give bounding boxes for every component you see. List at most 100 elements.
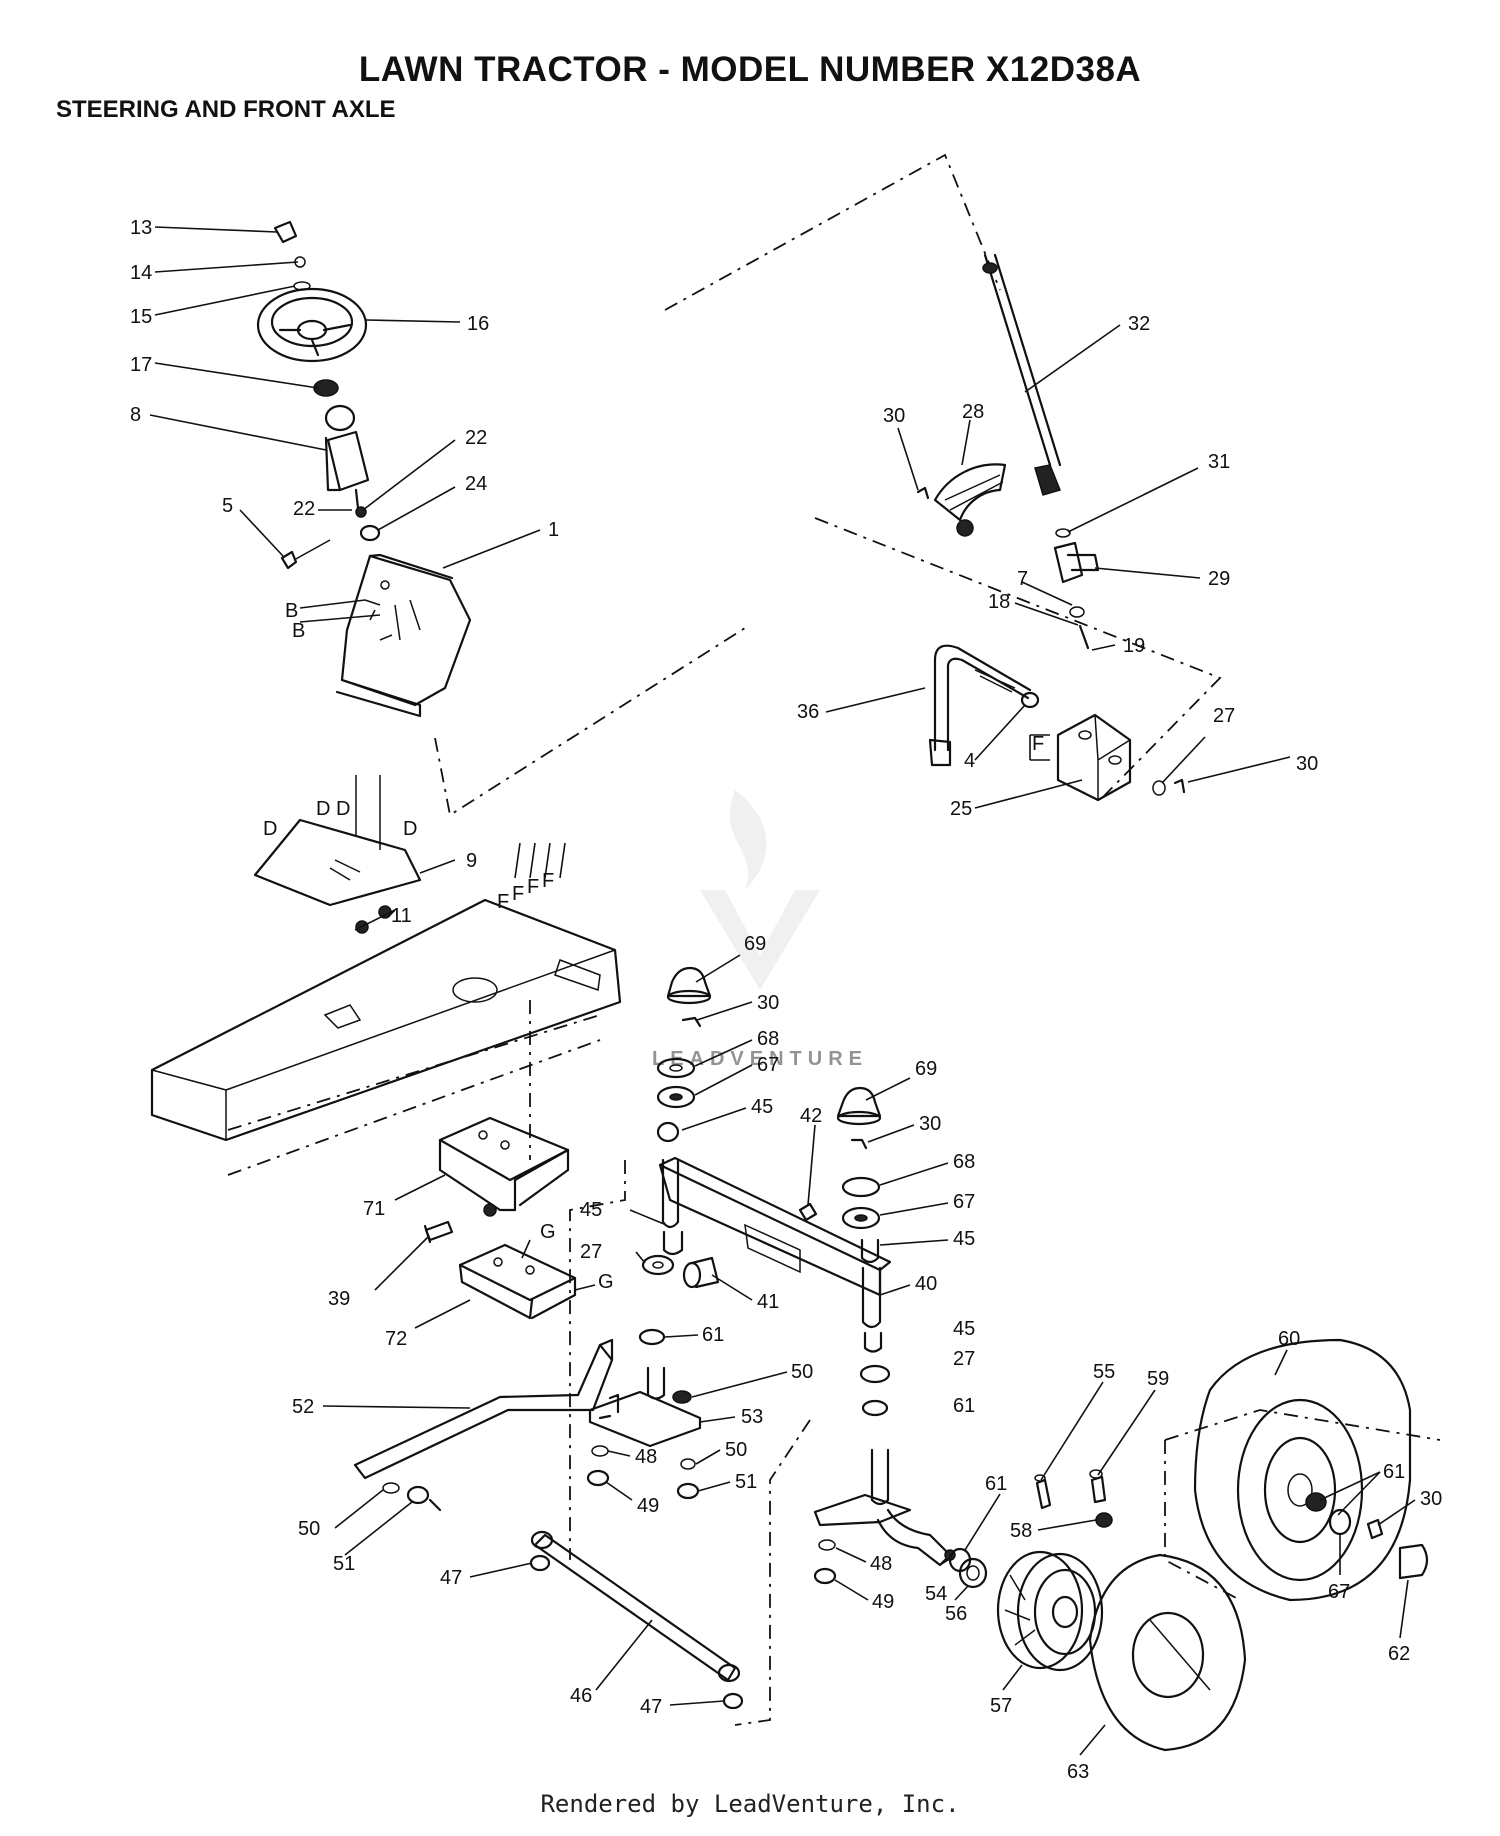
washer-27	[1152, 780, 1166, 796]
callout: 27	[580, 1241, 602, 1263]
callout: 49	[637, 1495, 659, 1517]
callout: 60	[1278, 1328, 1300, 1350]
callout: 15	[130, 306, 152, 328]
callout: 61	[985, 1473, 1007, 1495]
callout: F	[512, 883, 524, 905]
callout: 57	[990, 1695, 1012, 1717]
callout: 30	[883, 405, 905, 427]
callout: 45	[953, 1228, 975, 1250]
callout: 54	[925, 1583, 947, 1605]
washer-48-left	[591, 1445, 609, 1457]
clip-30-rear	[1366, 1518, 1384, 1540]
callout: 53	[741, 1406, 763, 1428]
callout: 27	[1213, 705, 1235, 727]
washer-4	[1020, 691, 1040, 709]
callout: 1	[548, 519, 559, 541]
callout: 7	[1017, 568, 1028, 590]
callout: F	[497, 891, 509, 913]
callout: 50	[725, 1439, 747, 1461]
hub-cap-62	[1398, 1543, 1429, 1580]
callout: 25	[950, 798, 972, 820]
tractor-frame	[150, 898, 622, 1176]
hub-56	[958, 1557, 988, 1589]
steering-plate	[253, 775, 422, 934]
callout: 69	[915, 1058, 937, 1080]
callout: F	[542, 870, 554, 892]
callout: 4	[964, 750, 975, 772]
page-title: LAWN TRACTOR - MODEL NUMBER X12D38A	[358, 50, 1142, 89]
callout: 48	[870, 1553, 892, 1575]
callout: 67	[757, 1054, 779, 1076]
callout: G	[598, 1271, 614, 1293]
callout: 16	[467, 313, 489, 335]
callout: 67	[953, 1191, 975, 1213]
right-spindle-stack	[836, 1086, 891, 1417]
callout: 72	[385, 1328, 407, 1350]
callout: 48	[635, 1446, 657, 1468]
steering-shaft	[983, 253, 1052, 467]
steering-column-boot	[324, 404, 370, 492]
watermark: LEADVENTURE	[652, 790, 862, 1070]
leader-lines	[149, 226, 1416, 1756]
callout: 56	[945, 1603, 967, 1625]
callout: 11	[391, 905, 412, 927]
callout: 17	[130, 354, 152, 376]
support-bracket-25	[1056, 713, 1132, 802]
clip-30-right	[1173, 778, 1186, 794]
callout: 45	[751, 1096, 773, 1118]
clip-30-upper	[916, 486, 930, 500]
callout: 67	[1328, 1581, 1350, 1603]
valve-stem-59	[1089, 1469, 1107, 1504]
left-spindle-stack	[638, 966, 712, 1346]
page-subtitle: STEERING AND FRONT AXLE	[56, 96, 396, 123]
callout: 69	[744, 933, 766, 955]
clip-5	[280, 539, 331, 570]
column-bushing	[359, 524, 381, 542]
callout: F	[1032, 733, 1044, 755]
callout: 55	[1093, 1361, 1115, 1383]
pivot-bushing-41	[682, 1256, 720, 1289]
tie-rod	[529, 1530, 744, 1710]
sector-gear	[933, 463, 1007, 522]
steering-wheel	[256, 287, 368, 363]
callout: 68	[757, 1028, 779, 1050]
washer-61-rear	[1305, 1492, 1327, 1512]
callout: F	[527, 876, 539, 898]
grease-fitting-55	[1034, 1474, 1052, 1510]
steering-arm-36	[928, 644, 1032, 767]
callout: 30	[757, 992, 779, 1014]
callout: 50	[298, 1518, 320, 1540]
nut-49-right	[813, 1567, 837, 1585]
left-spindle-53	[588, 1366, 702, 1448]
callout: 29	[1208, 568, 1230, 590]
axle-bracket-71	[438, 1116, 570, 1217]
callout: 22	[465, 427, 487, 449]
callout: 68	[953, 1151, 975, 1173]
callout: D	[316, 798, 330, 820]
callout: 41	[757, 1291, 779, 1313]
footer-credit: Rendered by LeadVenture, Inc.	[540, 1790, 960, 1818]
callout: 39	[328, 1288, 350, 1310]
fitting-42	[798, 1202, 818, 1222]
callout: 28	[962, 401, 984, 423]
assembly-boundaries	[434, 153, 1441, 1726]
callout: 61	[953, 1395, 975, 1417]
callout: 61	[1383, 1461, 1405, 1483]
callout: 42	[800, 1105, 822, 1127]
bolt-39	[423, 1220, 454, 1244]
callout: 18	[988, 591, 1010, 613]
callout: 46	[570, 1685, 592, 1707]
nut-51-left	[676, 1482, 700, 1500]
callout: 71	[363, 1198, 385, 1220]
callout: 47	[640, 1696, 662, 1718]
callout: B	[285, 600, 298, 622]
callout: 50	[791, 1361, 813, 1383]
callout: 5	[222, 495, 233, 517]
callout: 49	[872, 1591, 894, 1613]
wheel-cap	[273, 220, 298, 244]
callout: D	[403, 818, 417, 840]
callout: 61	[702, 1324, 724, 1346]
callout: G	[540, 1221, 556, 1243]
front-axle	[656, 1121, 892, 1329]
